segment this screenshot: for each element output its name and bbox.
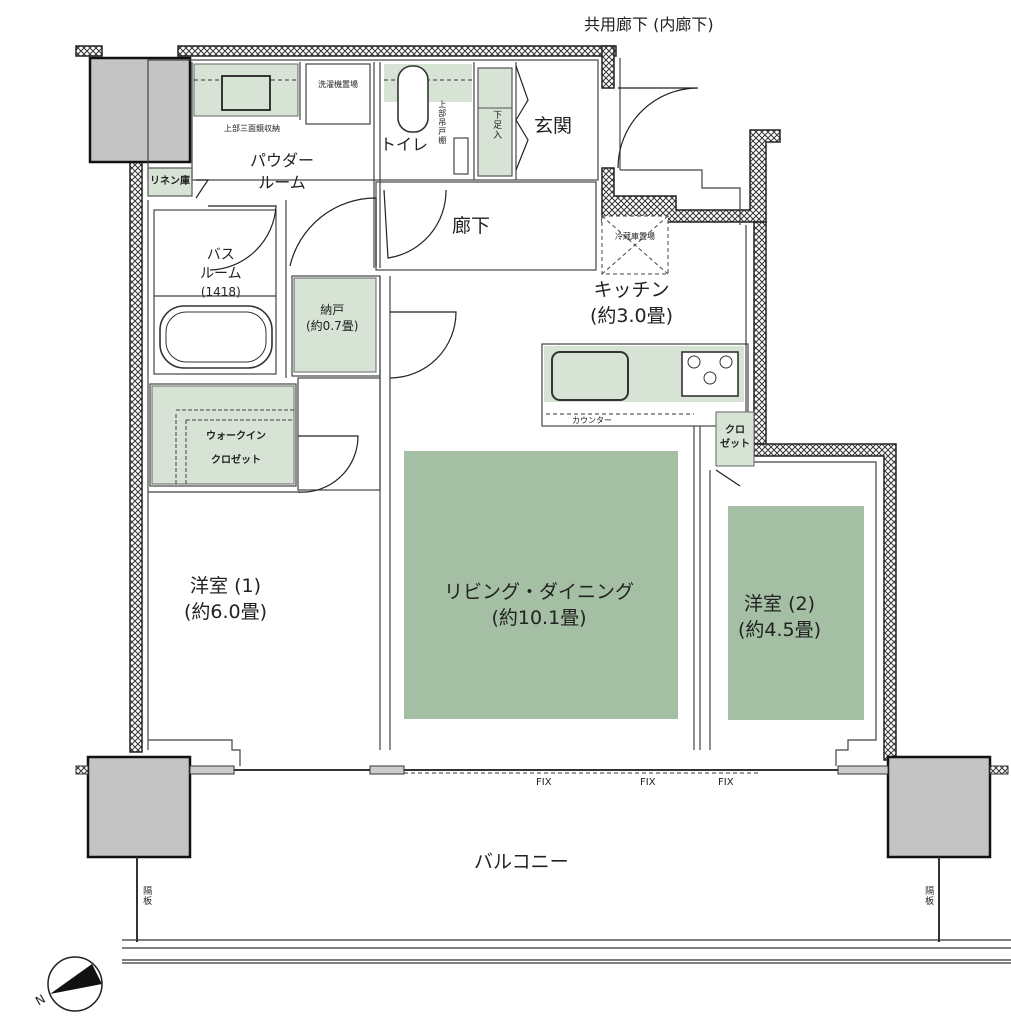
balcony-label: バルコニー bbox=[474, 851, 569, 873]
partition-left-label: 隔板 bbox=[141, 886, 152, 906]
exterior-walls bbox=[75, 45, 897, 761]
fix-window-label: FIX bbox=[536, 777, 552, 788]
shoe-storage-label: 下足入 bbox=[491, 110, 502, 140]
partition-right-label: 隔板 bbox=[923, 886, 934, 906]
toilet-label: トイレ bbox=[380, 135, 429, 154]
storage-room-label: 納戸 (約0.7畳) bbox=[306, 303, 359, 334]
door-swings bbox=[195, 65, 741, 493]
compass-icon bbox=[47, 956, 103, 1012]
window-line bbox=[75, 765, 1011, 964]
hallway-label: 廊下 bbox=[452, 215, 491, 237]
kitchen-label: キッチン (約3.0畳) bbox=[590, 279, 674, 327]
common-corridor-label: 共用廊下 (内廊下) bbox=[584, 15, 714, 34]
entrance-label: 玄関 bbox=[534, 115, 573, 137]
living-dining-label: リビング・ダイニング (約10.1畳) bbox=[444, 581, 635, 629]
washer-space-label: 洗濯機置場 bbox=[318, 80, 358, 89]
structural-columns bbox=[86, 56, 992, 859]
walk-in-closet-label: ウォークイン クロゼット bbox=[206, 431, 266, 466]
mirror-storage-note: 上部三面鏡収納 bbox=[224, 124, 280, 133]
fixture-areas bbox=[147, 63, 755, 485]
fridge-space-label: 冷蔵庫置場 bbox=[615, 232, 655, 241]
counter-label: カウンター bbox=[572, 416, 612, 425]
room-fills bbox=[404, 451, 864, 720]
linen-label: リネン庫 bbox=[150, 176, 190, 187]
interior-walls bbox=[147, 58, 877, 766]
fix-window-label: FIX bbox=[640, 777, 656, 788]
bath-room-label: バス ルーム (1418) bbox=[200, 247, 242, 299]
toilet-cabinet-note: 上部吊戸棚 bbox=[437, 100, 447, 145]
closet-label: クロ ゼット bbox=[720, 425, 750, 450]
powder-room-label: パウダー ルーム bbox=[250, 151, 315, 192]
bedroom-2-label: 洋室 (2) (約4.5畳) bbox=[738, 593, 822, 641]
fix-window-label: FIX bbox=[718, 777, 734, 788]
bedroom-1-label: 洋室 (1) (約6.0畳) bbox=[184, 575, 268, 623]
